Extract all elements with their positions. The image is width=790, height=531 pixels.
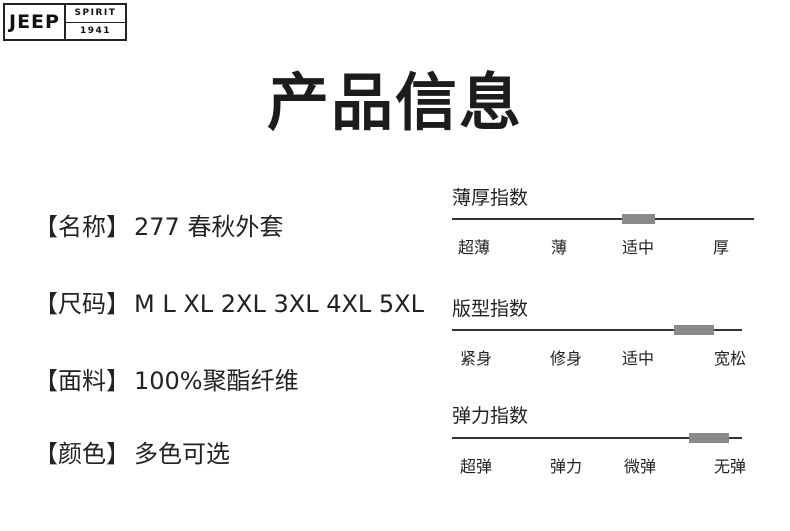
info-row-name: 【名称】 277 春秋外套 — [34, 207, 283, 242]
index-tick: 弹力 — [550, 457, 583, 476]
info-label: 【面料】 — [34, 367, 130, 395]
page-title: 产品信息 — [266, 66, 523, 139]
index-track — [452, 437, 742, 439]
info-value: 多色可选 — [134, 440, 230, 468]
index-tick: 适中 — [622, 238, 655, 257]
index-title: 弹力指数 — [452, 405, 529, 427]
info-value: 277 春秋外套 — [134, 213, 284, 241]
index-track — [452, 329, 742, 331]
jeep-logo: JEEP SPIRIT 1941 — [3, 3, 127, 41]
info-row-color: 【颜色】 多色可选 — [34, 434, 230, 469]
index-tick: 修身 — [550, 349, 583, 368]
logo-spirit: SPIRIT — [65, 5, 125, 23]
info-label: 【名称】 — [34, 213, 130, 241]
index-marker — [622, 214, 655, 224]
info-value: 100%聚酯纤维 — [134, 367, 299, 395]
index-marker — [689, 433, 729, 443]
elasticity-index: 弹力指数 超弹 弹力 微弹 无弹 — [452, 401, 762, 476]
logo-year: 1941 — [79, 25, 111, 36]
info-value: M L XL 2XL 3XL 4XL 5XL — [134, 290, 424, 318]
info-label: 【尺码】 — [34, 290, 130, 318]
thickness-index: 薄厚指数 超薄 薄 适中 厚 — [452, 183, 762, 257]
index-marker — [674, 325, 714, 335]
index-tick: 无弹 — [714, 457, 747, 476]
info-row-size: 【尺码】 M L XL 2XL 3XL 4XL 5XL — [34, 284, 424, 319]
index-tick: 紧身 — [460, 349, 493, 368]
info-row-fabric: 【面料】 100%聚酯纤维 — [34, 361, 299, 396]
index-tick: 超薄 — [458, 238, 491, 257]
index-title: 版型指数 — [452, 298, 529, 320]
logo-word: JEEP — [5, 5, 66, 39]
index-title: 薄厚指数 — [452, 187, 529, 209]
info-label: 【颜色】 — [34, 440, 130, 468]
fit-index: 版型指数 紧身 修身 适中 宽松 — [452, 294, 762, 368]
index-tick: 厚 — [713, 238, 730, 257]
index-tick: 薄 — [551, 238, 568, 257]
index-tick: 宽松 — [714, 349, 747, 368]
index-tick: 适中 — [622, 349, 655, 368]
index-tick: 微弹 — [624, 457, 657, 476]
index-tick: 超弹 — [460, 457, 493, 476]
index-track — [452, 218, 754, 220]
